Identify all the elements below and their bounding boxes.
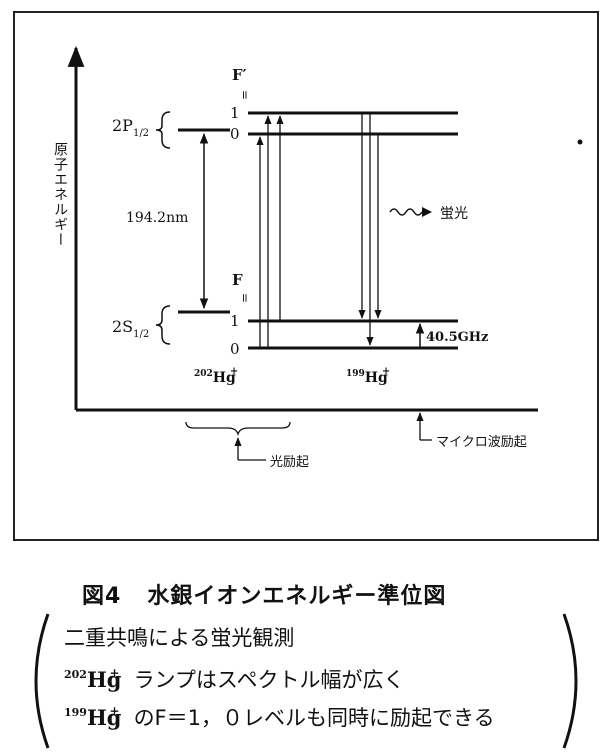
figure-number: 図4: [82, 584, 122, 609]
energy-level-diagram: 原子エネルギー 2P1/2 2S1/2 194.2nm F′ = F = 1 0…: [13, 11, 599, 541]
stray-mark: [577, 139, 583, 145]
lower-state-label: 2S1/2: [112, 317, 149, 340]
fluorescence-wave-arrowhead: [422, 207, 432, 217]
right-parenthesis: [562, 613, 578, 749]
fluorescence-wave-icon: [389, 208, 423, 216]
left-parenthesis: [34, 613, 50, 749]
figure-frame: [13, 11, 599, 541]
caption-line-3: 199Hg+のF＝1，０レベルも同時に励起できる: [64, 704, 495, 730]
figure-caption: 図4 水銀イオンエネルギー準位図 二重共鳴による蛍光観測 202Hg+ランプはスペ…: [0, 568, 614, 756]
caption-isotope-199: 199Hg+: [64, 704, 122, 730]
hyperfine-frequency-label: 40.5GHz: [426, 330, 488, 345]
upper-f-label: F′: [232, 66, 247, 84]
upper-state-label: 2P1/2: [112, 116, 149, 139]
lower-f-label: F: [232, 271, 243, 289]
level-upper-0: 0: [230, 125, 240, 143]
upper-equals-mark: =: [238, 90, 252, 100]
level-upper-1: 1: [230, 104, 240, 122]
microwave-label: マイクロ波励起: [436, 435, 527, 450]
level-lower-1: 1: [230, 312, 240, 330]
optical-pumping-label: 光励起: [270, 455, 309, 470]
isotope-199-label: 199Hg+: [346, 366, 390, 386]
lower-equals-mark: =: [238, 293, 252, 303]
caption-line-1: 二重共鳴による蛍光観測: [64, 626, 295, 650]
lower-state-brace: [155, 305, 171, 345]
wavelength-label: 194.2nm: [126, 210, 188, 226]
level-lower-0: 0: [230, 340, 240, 358]
caption-title: 図4 水銀イオンエネルギー準位図: [82, 578, 446, 610]
energy-axis-label: 原子エネルギー: [52, 142, 68, 247]
optical-pumping-brace: [185, 421, 291, 437]
fluorescence-label: 蛍光: [440, 206, 468, 222]
figure-title: 水銀イオンエネルギー準位図: [147, 584, 447, 609]
upper-state-brace: [155, 111, 171, 149]
caption-line-2: 202Hg+ランプはスペクトル幅が広く: [64, 666, 405, 692]
isotope-202-label: 202Hg+: [194, 366, 238, 386]
caption-isotope-202: 202Hg+: [64, 666, 122, 692]
